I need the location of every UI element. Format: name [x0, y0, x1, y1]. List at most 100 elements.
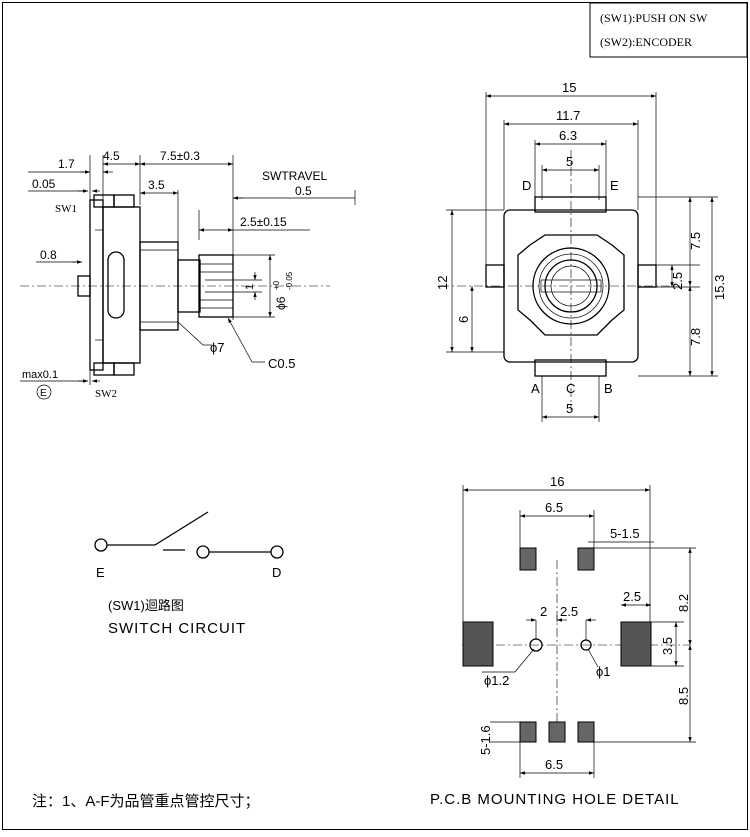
- dim-3-5: 3.5: [660, 637, 675, 655]
- leader-line: [514, 648, 535, 673]
- dim-2: 2: [540, 604, 547, 619]
- dim-1: 1: [244, 284, 256, 290]
- side-terminal-bottom: [113, 362, 135, 376]
- pcb-layout: 16 6.5 5-1.5 2 2.5 2.5 3.5 8: [430, 474, 696, 808]
- swtravel-value: 0.5: [295, 184, 312, 198]
- dim-15-3: 15.3: [712, 275, 727, 300]
- dim-16: 16: [550, 474, 564, 489]
- label-e: E: [96, 565, 105, 580]
- dim-7-5: 7.5: [688, 232, 703, 250]
- terminal-mid: [196, 545, 210, 559]
- dim-phi1-2: ϕ1.2: [484, 673, 509, 688]
- legend-frame: [589, 2, 748, 58]
- legend-sw1: (SW1):PUSH ON SW: [600, 11, 708, 25]
- leader-line: [177, 321, 204, 346]
- front-shaft-inner: [550, 265, 592, 307]
- front-left-tab: [485, 264, 505, 288]
- dim-5-1-6: 5-1.6: [478, 725, 493, 755]
- legend-sw2: (SW2):ENCODER: [600, 35, 692, 49]
- terminal-d: [270, 545, 284, 559]
- max-label: max0.1: [22, 369, 58, 381]
- dim-12: 12: [435, 276, 450, 290]
- front-shaft-knurl: [544, 259, 598, 313]
- pcb-pad-bottom-b: [577, 721, 595, 743]
- switch-circuit: E D (SW1)迴路图 SWITCH CIRCUIT: [94, 511, 284, 637]
- side-push-knob: [77, 275, 91, 297]
- side-terminal-top: [93, 194, 115, 208]
- legend-box: (SW1):PUSH ON SW (SW2):ENCODER: [589, 2, 748, 58]
- side-component: [77, 194, 234, 376]
- dim-6-5-top: 6.5: [545, 500, 563, 515]
- dim-phi6-tol-lower: -0.05: [285, 271, 294, 290]
- front-shaft-ring: [538, 253, 604, 319]
- front-shaft-slot: [540, 279, 602, 293]
- dim-6-5-bottom: 6.5: [545, 757, 563, 772]
- dim-5-bottom: 5: [566, 401, 573, 416]
- switch-blade: [154, 511, 209, 546]
- front-right-tab: [637, 264, 657, 288]
- dim-phi7: ϕ7: [210, 340, 225, 355]
- dim-4-5: 4.5: [103, 149, 120, 163]
- swtravel-label: SWTRAVEL: [262, 169, 327, 183]
- pcb-pad-bottom-c: [548, 721, 566, 743]
- pcb-pad-right-large: [620, 621, 652, 667]
- dim-5-top: 5: [566, 154, 573, 169]
- terminal-e: [94, 538, 108, 552]
- dim-8-2: 8.2: [676, 594, 691, 612]
- dim-c05: C0.5: [268, 356, 295, 371]
- pcb-title: P.C.B MOUNTING HOLE DETAIL: [430, 791, 680, 808]
- dim-8-5: 8.5: [676, 687, 691, 705]
- dim-3-5: 3.5: [148, 178, 165, 192]
- datum-e: E: [40, 388, 47, 399]
- pcb-pad-top-left: [519, 547, 537, 571]
- dim-phi1: ϕ1: [596, 664, 611, 679]
- circuit-caption-cn: (SW1)迴路图: [108, 598, 184, 613]
- front-top-terminals: [534, 196, 607, 213]
- leader-line: [587, 648, 599, 668]
- front-view: 15 11.7 6.3 5 D E 7.5 7.8: [435, 80, 727, 422]
- dim-1-7: 1.7: [58, 157, 75, 171]
- dim-11-7: 11.7: [556, 108, 580, 123]
- dim-0-8: 0.8: [40, 248, 57, 262]
- dim-15: 15: [562, 80, 576, 95]
- pcb-pad-left-large: [462, 621, 494, 667]
- dim-2-5-right: 2.5: [623, 589, 641, 604]
- side-slot: [107, 251, 125, 319]
- leader-line: [227, 317, 253, 363]
- sw1-label: SW1: [55, 203, 77, 215]
- pin-b: B: [604, 381, 613, 396]
- pin-e: E: [610, 178, 619, 193]
- dim-2-5: 2.5: [670, 272, 685, 290]
- pin-d: D: [522, 178, 531, 193]
- sw2-label: SW2: [95, 388, 117, 400]
- front-housing-outline: [517, 234, 625, 336]
- dim-5-1-5: 5-1.5: [610, 526, 640, 541]
- side-frame-left: [89, 199, 104, 371]
- side-terminal-bottom: [93, 362, 115, 376]
- front-component: [485, 196, 657, 377]
- dim-2-5-mid: 2.5: [560, 604, 578, 619]
- side-shaft-base: [177, 259, 201, 313]
- label-d: D: [272, 565, 281, 580]
- footnote: 注：1、A-F为品管重点管控尺寸；: [32, 793, 260, 810]
- side-shaft-knurl: [198, 254, 234, 318]
- dim-7-5: 7.5±0.3: [160, 149, 200, 163]
- pcb-pad-top-right: [577, 547, 595, 571]
- dim-0-05: 0.05: [32, 177, 56, 191]
- front-bottom-terminals: [534, 359, 607, 377]
- pin-a: A: [531, 381, 540, 396]
- datum-e-circle: [36, 384, 52, 400]
- dim-6-3: 6.3: [559, 128, 577, 143]
- side-terminal-top: [113, 194, 135, 208]
- circuit-caption-en: SWITCH CIRCUIT: [108, 620, 246, 637]
- front-shaft-outer: [532, 247, 610, 325]
- dim-7-8: 7.8: [688, 328, 703, 346]
- dim-phi6-tol-upper: +0: [272, 280, 281, 290]
- pin-c: C: [566, 381, 575, 396]
- dim-6: 6: [456, 316, 471, 323]
- dim-phi6: ϕ6: [274, 296, 288, 310]
- pcb-pad-bottom-a: [519, 721, 537, 743]
